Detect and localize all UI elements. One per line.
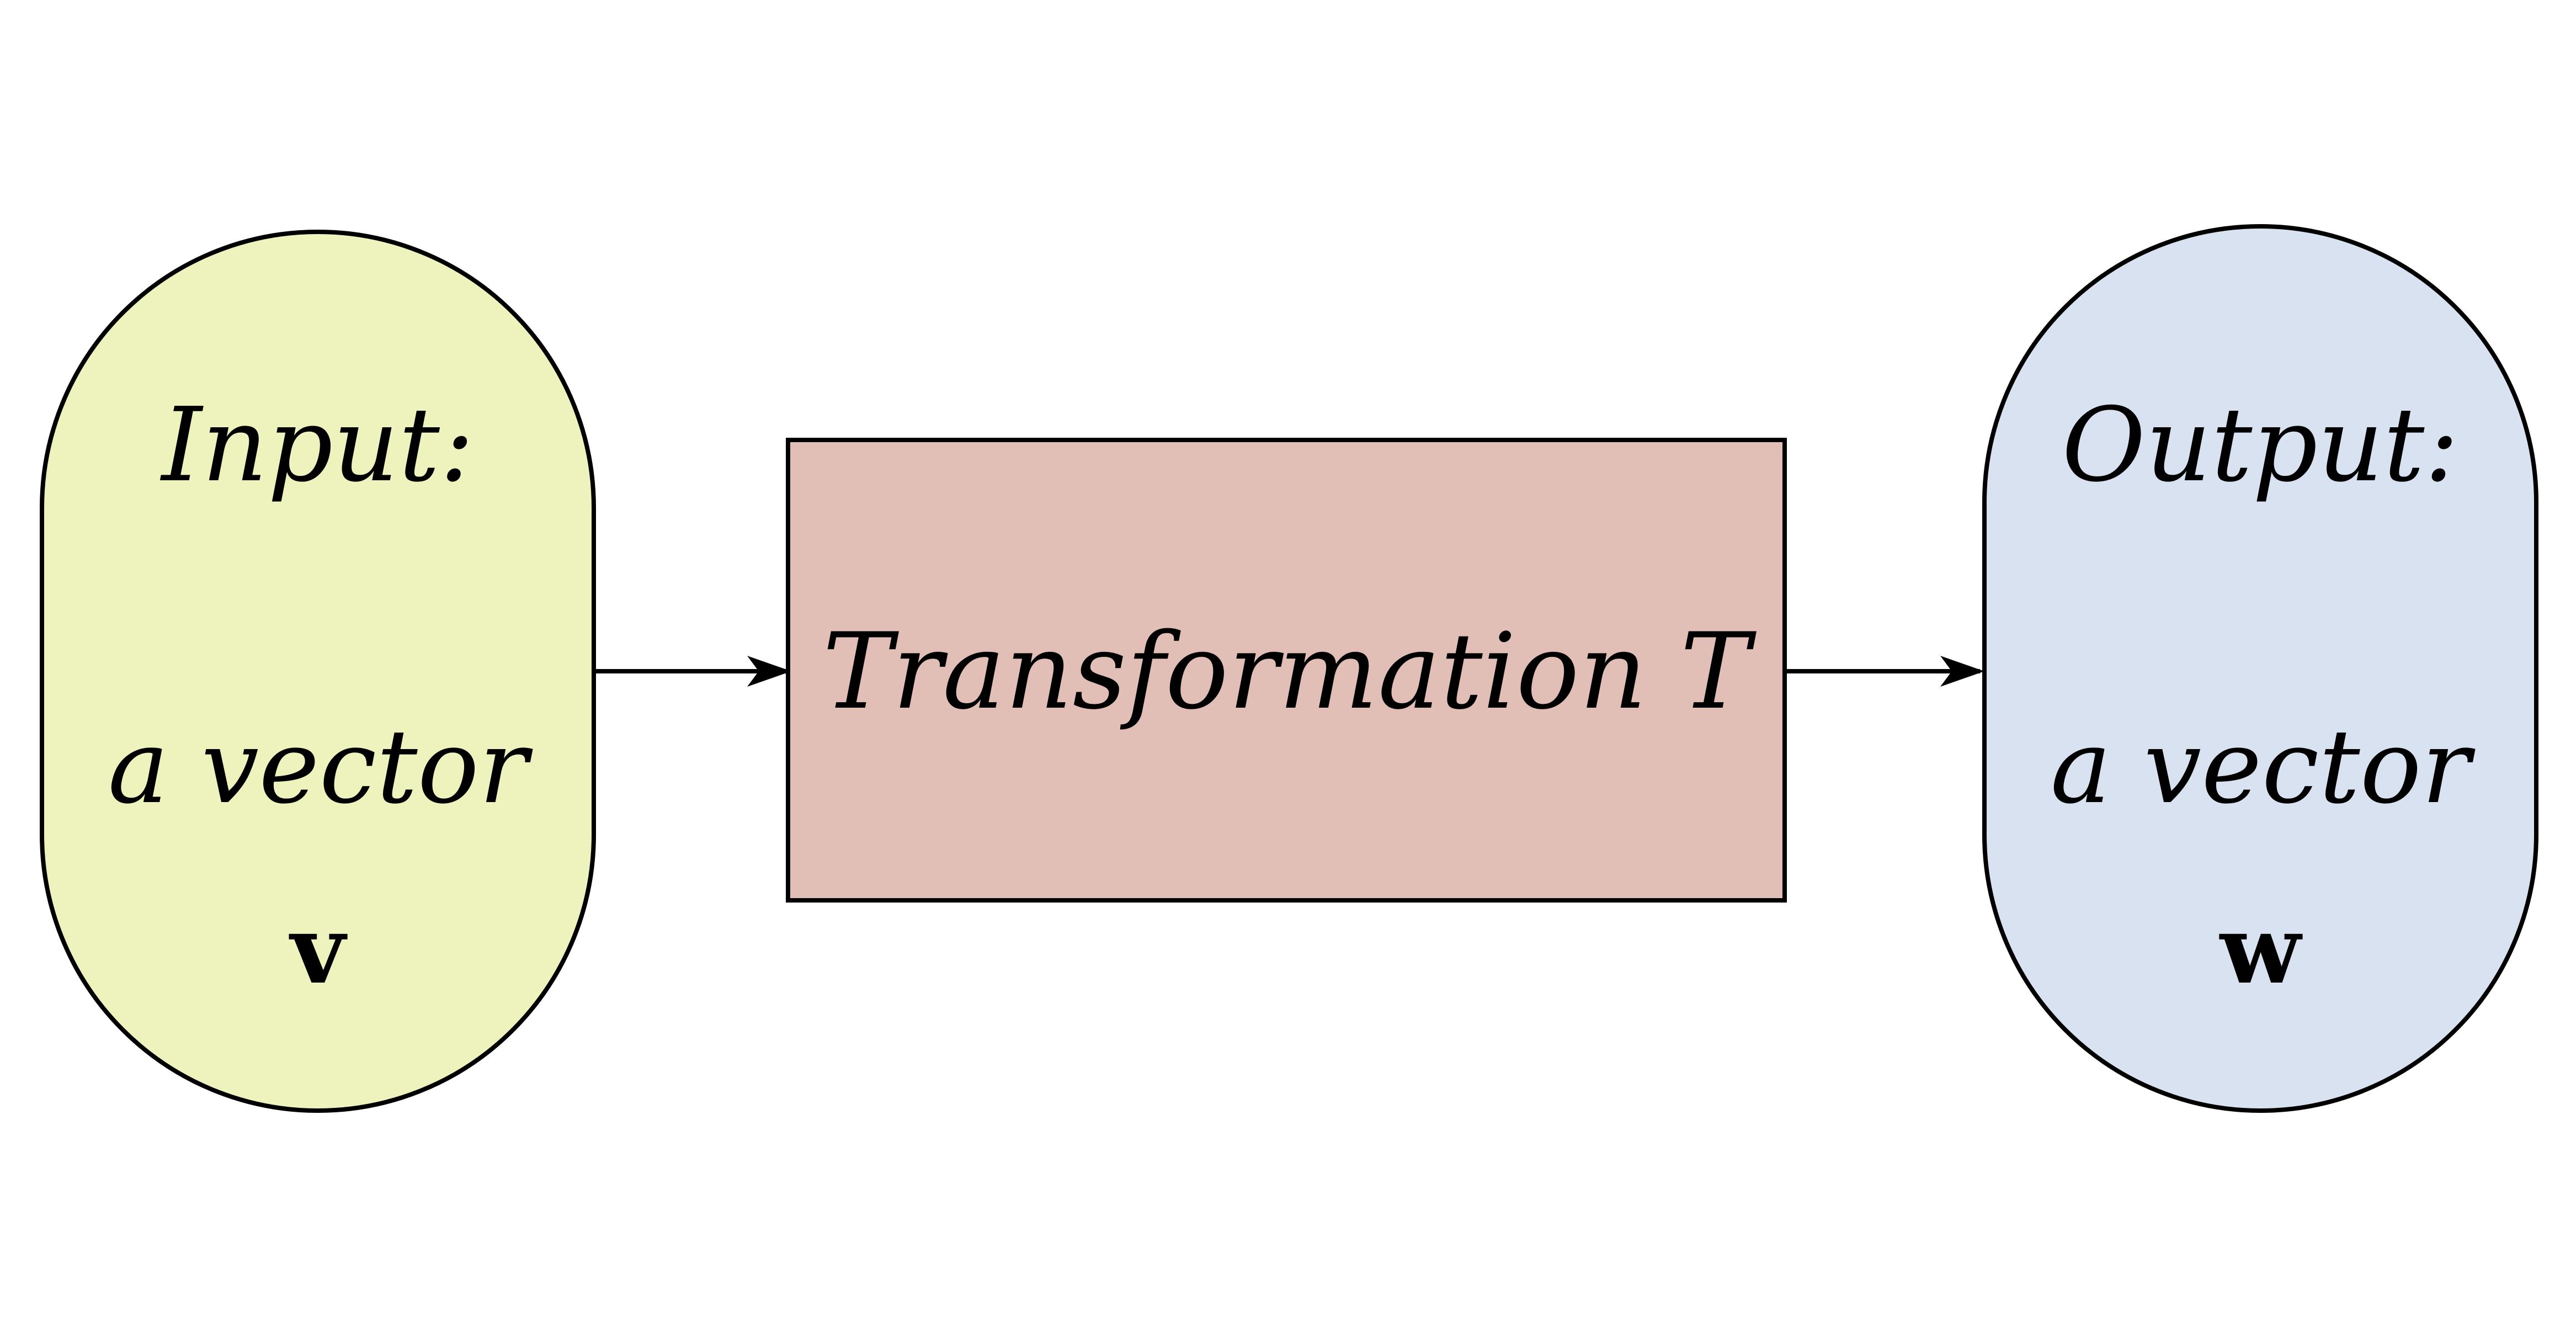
output-description: a vector bbox=[2051, 707, 2476, 826]
output-node: Output: a vector w bbox=[1982, 224, 2538, 1113]
input-title: Input: bbox=[160, 385, 474, 505]
input-node-shape bbox=[40, 230, 596, 1113]
input-description: a vector bbox=[108, 707, 533, 826]
transformation-label: Transformation T bbox=[823, 611, 1757, 733]
output-title: Output: bbox=[2062, 385, 2458, 505]
transformation-node: Transformation T bbox=[786, 438, 1787, 903]
transformation-box bbox=[786, 438, 1787, 903]
input-vector-symbol: v bbox=[289, 895, 348, 1005]
output-node-shape bbox=[1982, 224, 2538, 1113]
input-node: Input: a vector v bbox=[40, 230, 596, 1113]
output-vector-symbol: w bbox=[2219, 895, 2303, 1005]
